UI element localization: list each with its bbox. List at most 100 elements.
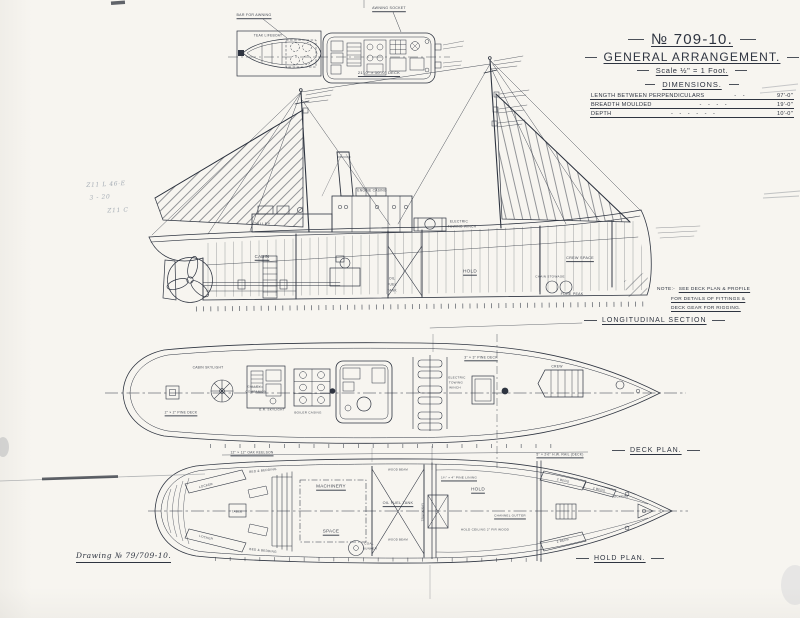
hold-plan-label: TABLE xyxy=(231,509,243,514)
deck-plan-label: 3" × 3" PINE DECK xyxy=(464,355,498,360)
hold-plan-label: WOOD BEAM xyxy=(388,537,408,542)
hold-plan-label: SPACE xyxy=(322,528,340,534)
longitudinal-section-drawing xyxy=(148,55,701,329)
dimension-value: 97'-0" xyxy=(776,92,793,99)
deck-plan-label: 2" × 2" PINE DECK xyxy=(164,410,198,415)
steering-wheel xyxy=(210,379,234,403)
hold-plan-label: BUNKER xyxy=(362,546,378,551)
profile-label: FUEL xyxy=(387,282,397,287)
hold-plan-label: 5" × 2½" H.W. RAIL (DECK) xyxy=(536,452,584,457)
dimension-label: DEPTH xyxy=(591,110,612,117)
profile-label: FORE PEAK xyxy=(560,292,584,297)
title-block: № 709-10. GENERAL ARRANGEMENT. Scale ½" … xyxy=(583,29,800,118)
inset-plan-label: TEAK LIFEBOAT xyxy=(253,33,283,38)
hold-plan-caption: HOLD PLAN. xyxy=(576,555,664,562)
deck-plan-label: CREW xyxy=(551,364,563,369)
profile-label: GALLEY xyxy=(253,221,271,226)
inset-plan-label: AWNING SOCKET xyxy=(372,6,406,11)
hold-plan-label: LOCKERS xyxy=(611,494,629,499)
dimension-label: BREADTH MOULDED xyxy=(591,101,652,108)
profile-label: CHAIN STOWAGE xyxy=(535,274,565,279)
profile-label: OIL xyxy=(388,276,396,281)
hold-plan-label: 1¼" × 4" PINE LINING xyxy=(441,475,477,480)
drawing-series-number: № 709-10. xyxy=(651,31,733,48)
rule-line xyxy=(650,558,664,559)
boiler-casing xyxy=(335,360,393,424)
deck-plan-label: GALLEY xyxy=(247,384,261,389)
rule-line xyxy=(735,70,748,71)
drawing-title: GENERAL ARRANGEMENT. xyxy=(603,50,781,64)
rule-line xyxy=(584,56,597,58)
profile-label: HOLD xyxy=(463,268,477,274)
inset-plan-label: BAR FOR AWNING xyxy=(236,13,272,18)
profile-label: ELECTRIC xyxy=(449,219,469,224)
dimension-leader: - - - - xyxy=(699,101,730,108)
drawing-number-prefix: Drawing № xyxy=(76,551,123,560)
drawing-number: Drawing № 79/709-10. xyxy=(76,551,172,563)
inset-boat-deck-plan xyxy=(228,0,465,84)
dimension-leader: - - xyxy=(734,92,748,99)
inset-plan-label: 21'-0" × 10'-0" DECK xyxy=(357,70,401,75)
hold-plan-label: OIL FUEL TANK xyxy=(382,501,414,506)
rule-line xyxy=(576,558,589,559)
dimension-row-length: LENGTH BETWEEN PERPENDICULARS - - 97'-0" xyxy=(590,91,794,100)
deck-plan-label: E.R. SKYLIGHT xyxy=(259,407,285,412)
profile-label: TOWING WINCH xyxy=(447,224,477,229)
hold-plan-label: HOLD CEILING 2" FIR WOOD xyxy=(460,527,510,532)
profile-label: TANK xyxy=(387,288,397,293)
lifeboat xyxy=(242,38,322,69)
deck-plan-label: ELECTRIC xyxy=(448,375,466,380)
hold-plan-label: CHANNEL GUTTER xyxy=(494,513,526,518)
funnel xyxy=(336,151,354,197)
profile-label: CABIN xyxy=(254,253,270,259)
dimensions-table: LENGTH BETWEEN PERPENDICULARS - - 97'-0"… xyxy=(583,91,800,118)
deck-plan-label: COMPANION xyxy=(245,389,267,394)
fore-mast-plan xyxy=(501,387,509,395)
rule-line xyxy=(645,84,656,85)
chain-locker xyxy=(637,503,654,519)
engine-casing-plan xyxy=(322,32,436,84)
hold-plan-label: MACHINERY xyxy=(316,483,346,489)
fore-mast xyxy=(489,59,502,229)
drawing-scale: Scale ½" = 1 Foot. xyxy=(655,66,729,75)
dimension-value: 19'-0" xyxy=(776,101,793,108)
rule-line xyxy=(711,320,725,321)
companion-ladder xyxy=(262,255,278,299)
longitudinal-section-caption: LONGITUDINAL SECTION xyxy=(584,317,725,324)
dimensions-heading: DIMENSIONS. xyxy=(662,80,722,89)
rule-line xyxy=(787,56,800,58)
deck-plan-label: BOILER CASING xyxy=(294,410,322,415)
rule-line xyxy=(636,70,649,71)
note-line: FOR DETAILS OF FITTINGS & xyxy=(671,296,746,302)
hold-plan-label: WOOD BEAM xyxy=(388,467,408,472)
deck-plan-drawing xyxy=(105,334,686,470)
dimension-leader: - - - - - - xyxy=(670,110,718,117)
trunkway xyxy=(427,494,449,529)
hold-plan-label: HOLD xyxy=(471,486,485,492)
dimension-row-breadth: BREADTH MOULDED - - - - 19'-0" xyxy=(590,100,794,109)
rule-line xyxy=(584,320,597,321)
rule-line xyxy=(612,450,625,451)
drawing-number-value: 79/709-10. xyxy=(125,551,172,560)
crew-hatch xyxy=(537,369,584,398)
note-heading: NOTE:- xyxy=(657,287,676,292)
deck-plan-caption: DECK PLAN. xyxy=(612,447,700,454)
note-line: DECK GEAR FOR RIGGING. xyxy=(671,306,741,312)
towing-winch-profile xyxy=(413,217,447,232)
rule-line xyxy=(739,39,756,40)
dimension-value: 10'-0" xyxy=(776,110,793,117)
deck-plan-label: CABIN SKYLIGHT xyxy=(192,365,224,370)
note-line: SEE DECK PLAN & PROFILE xyxy=(678,287,751,292)
rudder xyxy=(162,259,177,301)
coal-bunker xyxy=(348,540,364,556)
rule-line xyxy=(728,84,739,85)
deck-plan-label: WINCH xyxy=(449,385,461,390)
hold-plan-drawing xyxy=(148,448,688,599)
rule-line xyxy=(686,450,700,451)
hold-plan-label: 12" × 12" OAK KEELSON xyxy=(230,450,274,455)
profile-label: ENGINE CASING xyxy=(357,188,387,193)
rigging-note: NOTE:- SEE DECK PLAN & PROFILE FOR DETAI… xyxy=(657,285,750,314)
